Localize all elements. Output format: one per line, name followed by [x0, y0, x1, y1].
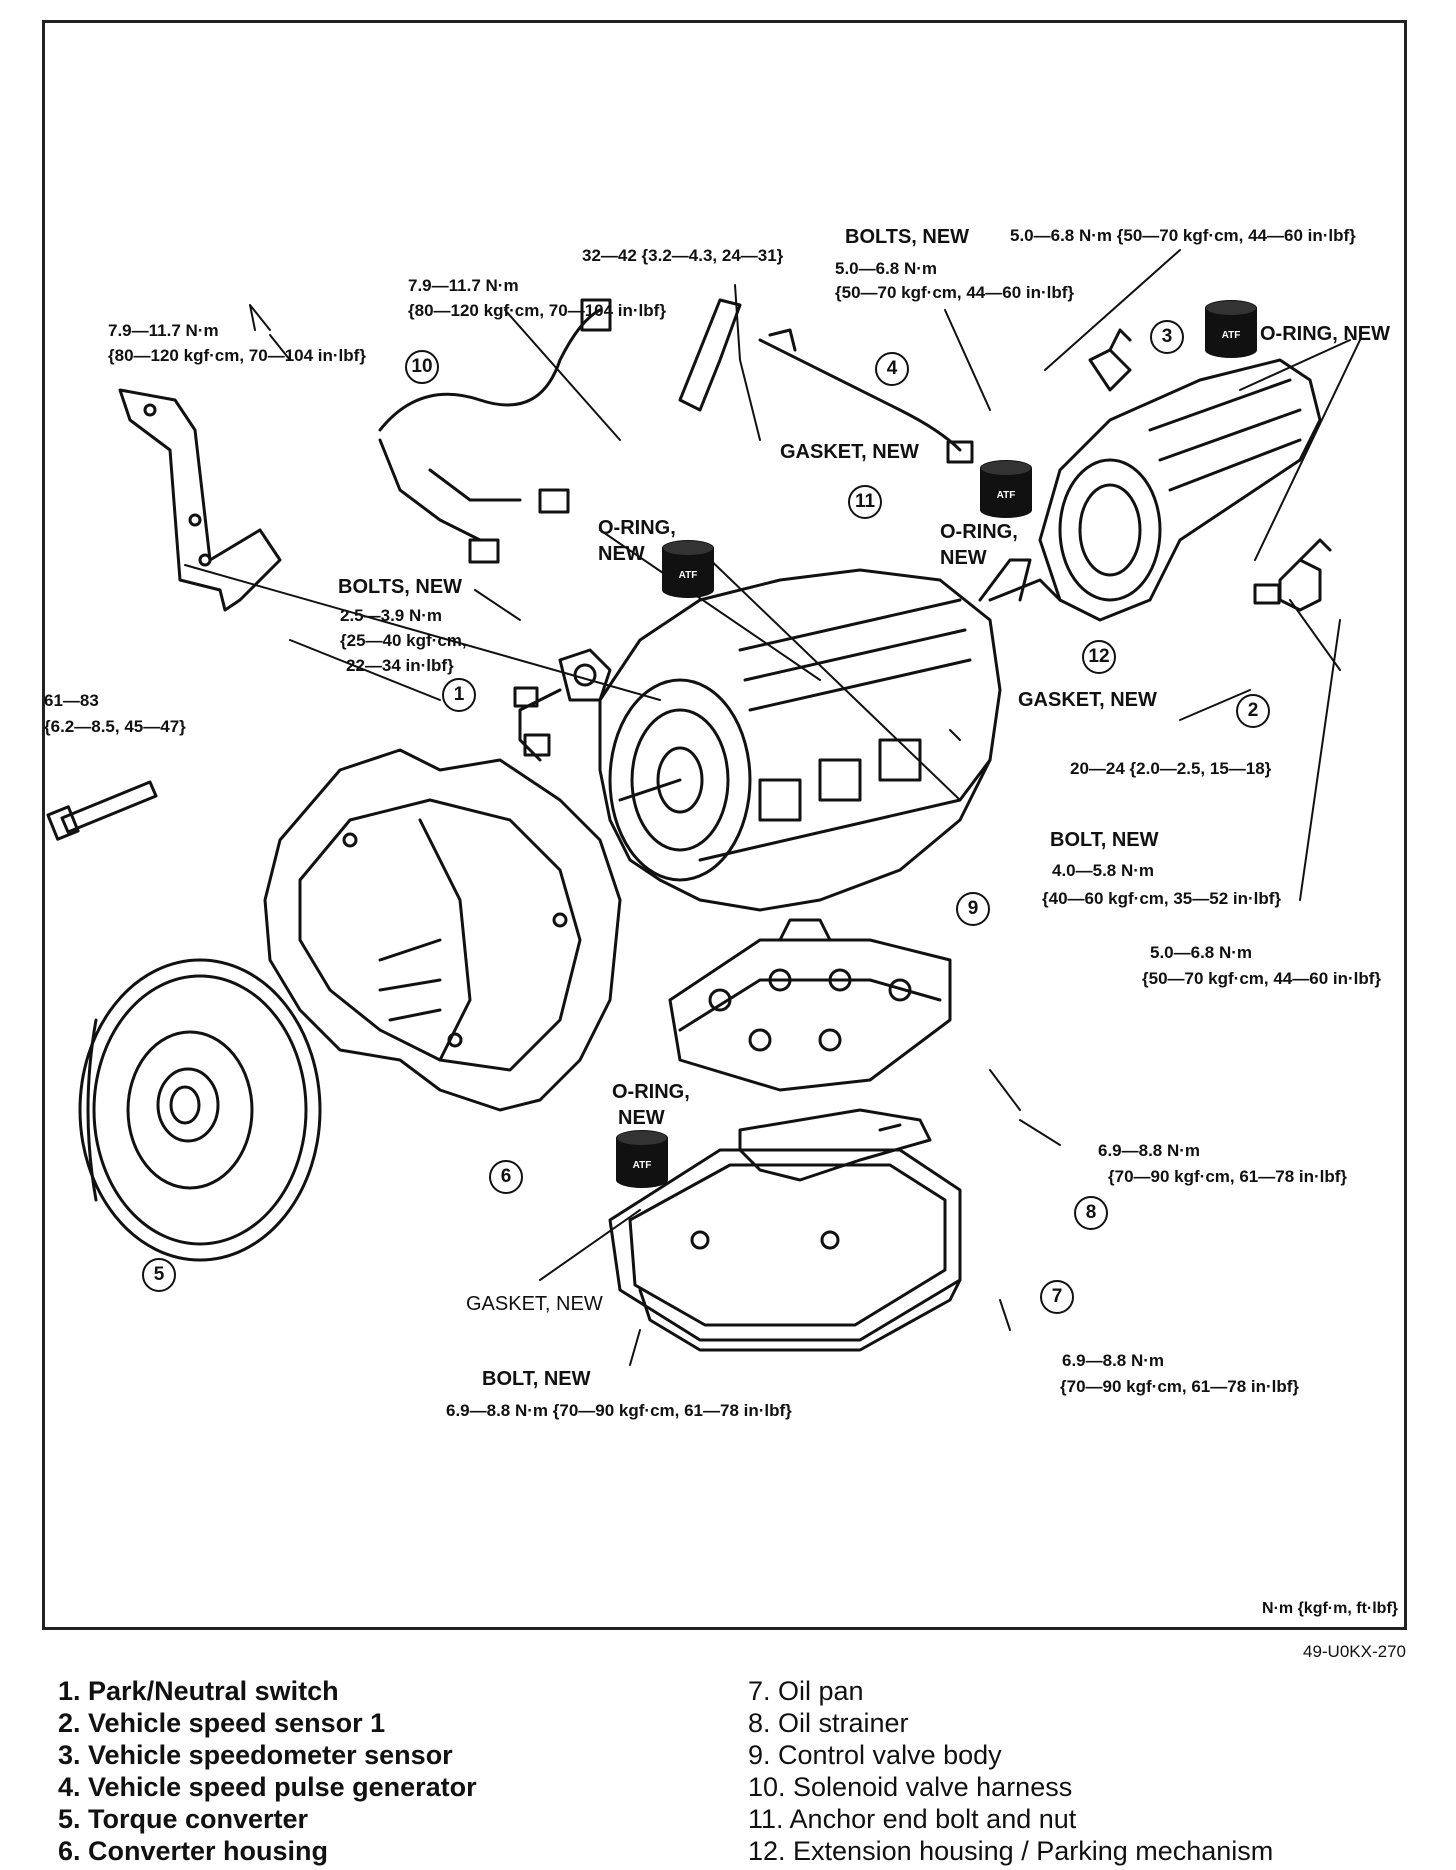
callout-2: 2 — [1236, 694, 1270, 728]
oil-strainer — [738, 1108, 932, 1182]
torque-converter — [78, 958, 322, 1262]
legend-item: 7. Oil pan — [748, 1676, 864, 1706]
harness-torque-1: 7.9—11.7 N·m — [408, 276, 519, 295]
atf-can-icon: ATF — [1205, 300, 1257, 362]
bolts-new-top-torque-2: {50—70 kgf·cm, 44—60 in·lbf} — [835, 283, 1075, 302]
bolt-new-label-bottom: BOLT, NEW — [482, 1368, 591, 1390]
speedometer-sensor — [1088, 328, 1132, 392]
callout-8: 8 — [1074, 1196, 1108, 1230]
bolt-new-label-mid: BOLT, NEW — [1050, 829, 1159, 851]
torque-label-extension: 20—24 {2.0—2.5, 15—18} — [1070, 759, 1272, 778]
gasket-new-label-pan: GASKET, NEW — [466, 1293, 603, 1315]
valve-body-torque-1: 6.9—8.8 N·m — [1098, 1141, 1201, 1160]
callout-12: 12 — [1082, 640, 1116, 674]
speed-pulse-generator — [758, 328, 974, 464]
oring-new-label-lower-1: O-RING, — [612, 1081, 690, 1103]
figure-id: 49-U0KX-270 — [1302, 1642, 1406, 1661]
legend-item: 12. Extension housing / Parking mechanis… — [748, 1836, 1274, 1866]
bolts-new-left-torque-1: 2.5—3.9 N·m — [340, 606, 443, 625]
legend-right: 7. Oil pan 8. Oil strainer 9. Control va… — [748, 1675, 1273, 1867]
housing-bolt-torque-1: 61—83 — [44, 691, 99, 710]
park-neutral-switch — [513, 648, 612, 762]
harness-torque-2: {80—120 kgf·cm, 70—104 in·lbf} — [408, 301, 666, 320]
converter-housing — [263, 748, 622, 1112]
legend-item: 11. Anchor end bolt and nut — [748, 1804, 1077, 1834]
atf-can-icon: ATF — [616, 1130, 668, 1192]
callout-5: 5 — [142, 1258, 176, 1292]
callout-6: 6 — [489, 1160, 523, 1194]
right-torque-1: 5.0—6.8 N·m — [1150, 943, 1253, 962]
bolts-new-top-torque-1: 5.0—6.8 N·m — [835, 259, 938, 278]
leader-lines — [184, 249, 1361, 1366]
housing-bolt-torque-2: {6.2—8.5, 45—47} — [44, 717, 186, 736]
torque-label-speedometer: 5.0—6.8 N·m {50—70 kgf·cm, 44—60 in·lbf} — [1010, 226, 1356, 245]
mounting-bracket — [118, 388, 282, 612]
bolts-new-left-torque-3: 22—34 in·lbf} — [346, 656, 454, 675]
oil-pan-torque-1: 6.9—8.8 N·m — [1062, 1351, 1165, 1370]
legend-item: 10. Solenoid valve harness — [748, 1772, 1073, 1802]
torque-label-anchor-nut: 32—42 {3.2—4.3, 24—31} — [582, 246, 784, 265]
valve-body-torque-2: {70—90 kgf·cm, 61—78 in·lbf} — [1108, 1167, 1348, 1186]
legend-item: 3. Vehicle speedometer sensor — [58, 1740, 453, 1770]
bolts-new-left-torque-2: {25—40 kgf·cm, — [340, 631, 467, 650]
housing-bolt — [46, 780, 158, 841]
oil-pan — [608, 1148, 962, 1352]
oil-pan-torque-2: {70—90 kgf·cm, 61—78 in·lbf} — [1060, 1377, 1300, 1396]
callout-10: 10 — [405, 350, 439, 384]
oring-new-label-right-2: NEW — [940, 547, 987, 569]
callout-9: 9 — [956, 892, 990, 926]
gasket-new-label-extension: GASKET, NEW — [1018, 689, 1157, 711]
oring-new-label-right-1: O-RING, — [940, 521, 1018, 543]
legend-item: 1. Park/Neutral switch — [58, 1676, 339, 1706]
atf-can-icon: ATF — [980, 460, 1032, 522]
center-bracket — [678, 298, 742, 412]
extension-housing — [1038, 358, 1322, 622]
callout-4: 4 — [875, 352, 909, 386]
control-valve-body — [668, 918, 952, 1092]
bolt-new-bottom-torque: 6.9—8.8 N·m {70—90 kgf·cm, 61—78 in·lbf} — [446, 1401, 792, 1420]
legend-item: 6. Converter housing — [58, 1836, 329, 1866]
atf-can-icon: ATF — [662, 540, 714, 602]
diagram-frame — [42, 20, 1407, 1630]
legend-item: 8. Oil strainer — [748, 1708, 909, 1738]
right-torque-2: {50—70 kgf·cm, 44—60 in·lbf} — [1142, 969, 1382, 988]
solenoid-valve-harness — [378, 298, 612, 564]
bolt-new-mid-torque-1: 4.0—5.8 N·m — [1052, 861, 1155, 880]
bolts-new-label-top: BOLTS, NEW — [845, 226, 970, 248]
legend-item: 5. Torque converter — [58, 1804, 309, 1834]
callout-11: 11 — [848, 485, 882, 519]
gasket-new-label-pulse: GASKET, NEW — [780, 441, 919, 463]
legend-item: 4. Vehicle speed pulse generator — [58, 1772, 477, 1802]
oring-new-label-left-1: O-RING, — [598, 517, 676, 539]
legend-left: 1. Park/Neutral switch 2. Vehicle speed … — [58, 1675, 477, 1867]
transmission-case — [598, 558, 1062, 912]
bracket-torque-1: 7.9—11.7 N·m — [108, 321, 219, 340]
callout-3: 3 — [1150, 320, 1184, 354]
oring-new-label-left-2: NEW — [598, 543, 645, 565]
callout-7: 7 — [1040, 1280, 1074, 1314]
bolt-new-mid-torque-2: {40—60 kgf·cm, 35—52 in·lbf} — [1042, 889, 1282, 908]
vehicle-speed-sensor — [1253, 538, 1332, 612]
callout-1: 1 — [442, 678, 476, 712]
legend-item: 9. Control valve body — [748, 1740, 1002, 1770]
oring-new-label-lower-2: NEW — [618, 1107, 665, 1129]
bracket-torque-2: {80—120 kgf·cm, 70—104 in·lbf} — [108, 346, 366, 365]
unit-label: N·m {kgf·m, ft·lbf} — [1262, 1600, 1398, 1617]
oring-new-label-extension: O-RING, NEW — [1260, 323, 1390, 345]
legend-item: 2. Vehicle speed sensor 1 — [58, 1708, 386, 1738]
bolts-new-label-left: BOLTS, NEW — [338, 576, 463, 598]
